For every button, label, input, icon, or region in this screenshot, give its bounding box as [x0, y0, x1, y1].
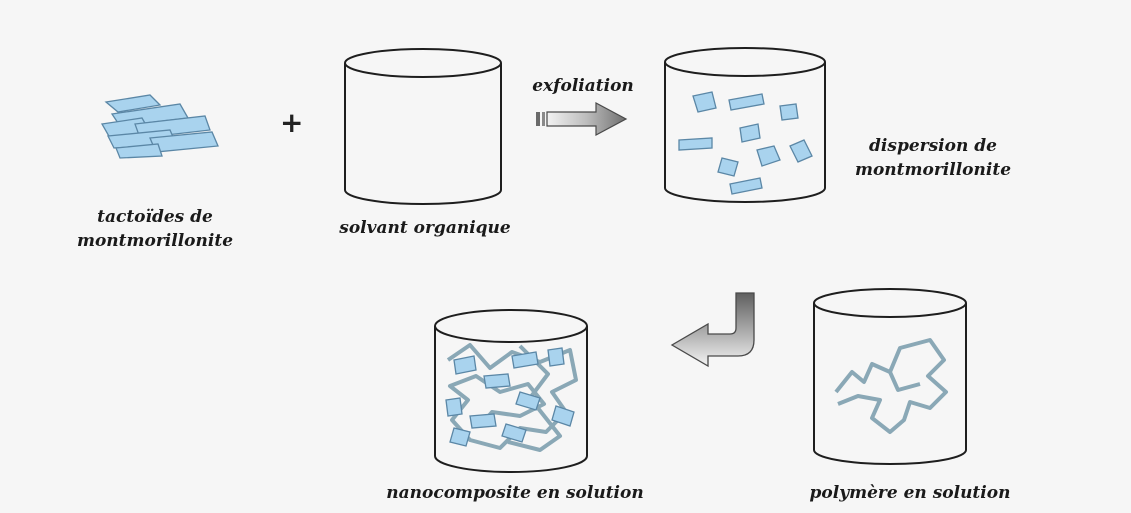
label-dispersion: dispersion de montmorillonite: [848, 134, 1018, 182]
label-solvant: solvant organique: [330, 216, 520, 240]
bent-arrow-icon: [672, 293, 754, 366]
clay-stack-icon: [102, 95, 218, 158]
polymer-chain: [836, 340, 946, 432]
plus-sign: +: [280, 106, 303, 139]
label-dispersion-line2: montmorillonite: [855, 160, 1011, 180]
dispersed-platelets: [679, 92, 812, 194]
exfoliation-arrow-icon: [536, 103, 626, 135]
label-tactoides-line2: montmorillonite: [77, 231, 233, 251]
label-tactoides: tactoïdes de montmorillonite: [70, 205, 240, 253]
label-nanocomposite: nanocomposite en solution: [380, 481, 650, 505]
beaker-dispersion: [665, 48, 825, 202]
label-exfoliation: exfoliation: [528, 74, 638, 98]
beaker-solvant: [345, 49, 501, 204]
label-polymere: polymère en solution: [795, 481, 1025, 505]
label-tactoides-line1: tactoïdes de: [97, 207, 213, 227]
label-dispersion-line1: dispersion de: [869, 136, 997, 156]
